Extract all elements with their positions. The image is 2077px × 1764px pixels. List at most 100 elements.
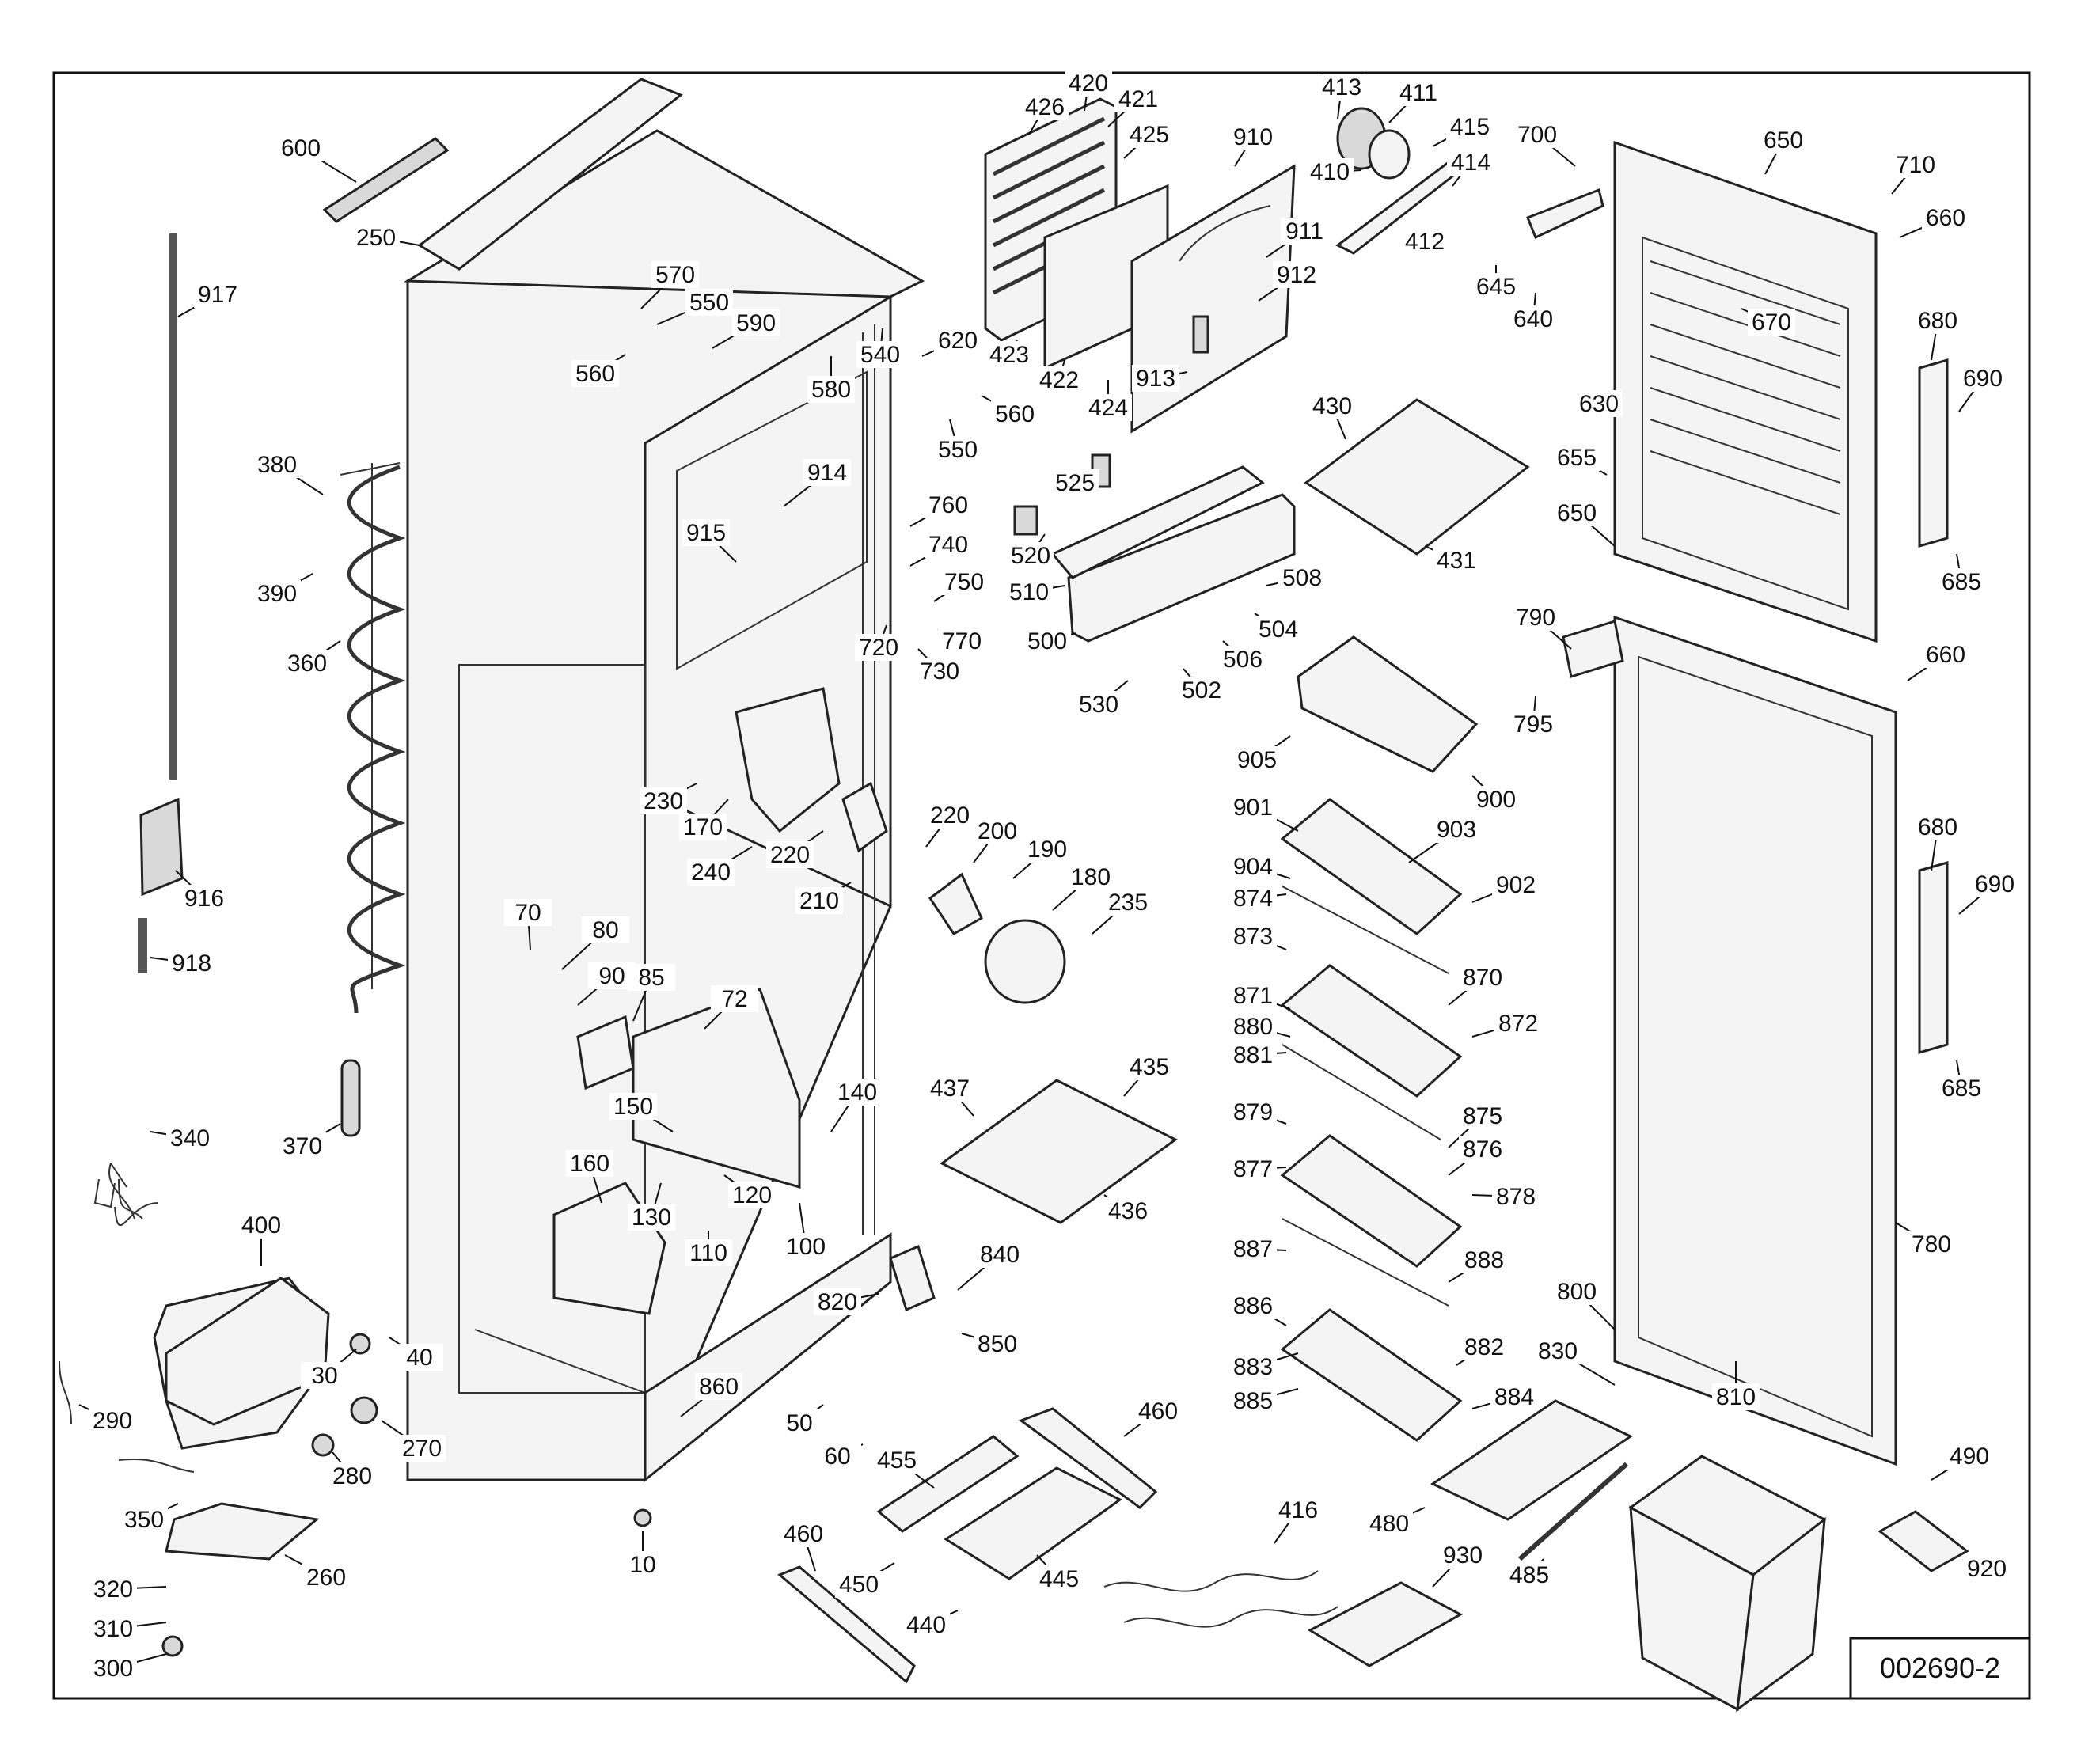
callout-860: 860 xyxy=(680,1373,742,1417)
label-backdrop xyxy=(1748,309,1795,336)
label-backdrop xyxy=(679,814,727,840)
label-backdrop xyxy=(873,1447,921,1474)
label-backdrop xyxy=(1459,964,1506,991)
glass-shelf-430 xyxy=(1304,398,1530,556)
part-number-label: 881 xyxy=(1233,1042,1273,1068)
label-backdrop xyxy=(803,459,851,486)
label-backdrop xyxy=(1229,1292,1277,1319)
part-number-label: 230 xyxy=(644,788,683,814)
label-backdrop xyxy=(1760,127,1807,154)
part-number-label: 350 xyxy=(124,1507,164,1533)
part-number-label: 502 xyxy=(1182,677,1221,704)
callout-525: 525 xyxy=(1051,469,1099,496)
callout-530: 530 xyxy=(1075,680,1129,718)
part-number-label: 411 xyxy=(1399,80,1437,106)
capillary-370 xyxy=(340,1059,361,1137)
label-backdrop xyxy=(1460,1333,1508,1360)
part-number-label: 874 xyxy=(1233,886,1273,912)
callout-911: 911 xyxy=(1266,218,1328,258)
callout-875: 875 xyxy=(1448,1102,1506,1148)
label-backdrop xyxy=(926,802,974,829)
part-number-label: 360 xyxy=(287,651,327,677)
label-backdrop xyxy=(814,1288,861,1315)
label-backdrop xyxy=(1308,393,1356,419)
part-number-label: 180 xyxy=(1071,864,1111,890)
part-number-label: 810 xyxy=(1716,1384,1756,1410)
callout-130: 130 xyxy=(628,1182,675,1231)
callout-580: 580 xyxy=(807,356,855,403)
part-number-label: 90 xyxy=(598,963,625,989)
callout-415: 415 xyxy=(1432,113,1494,147)
label-backdrop xyxy=(1134,1398,1182,1424)
part-number-label: 190 xyxy=(1027,836,1067,863)
part-number-label: 915 xyxy=(686,520,726,546)
part-number-label: 508 xyxy=(1282,565,1322,591)
callout-750: 750 xyxy=(933,568,988,602)
callout-480: 480 xyxy=(1365,1507,1426,1537)
part-number-label: 370 xyxy=(283,1133,322,1159)
part-number-label: 240 xyxy=(691,859,731,886)
callout-485: 485 xyxy=(1506,1558,1553,1588)
callout-885: 885 xyxy=(1229,1387,1299,1414)
part-number-label: 860 xyxy=(699,1374,739,1400)
label-backdrop xyxy=(1273,261,1320,288)
callout-901: 901 xyxy=(1229,794,1299,832)
label-backdrop xyxy=(1233,746,1281,773)
callout-710: 710 xyxy=(1891,151,1939,195)
label-backdrop xyxy=(396,1344,443,1371)
part-number-label: 400 xyxy=(241,1212,281,1239)
glass-shelf-435 xyxy=(940,1079,1178,1224)
part-number-label: 506 xyxy=(1223,647,1263,673)
callout-795: 795 xyxy=(1509,696,1557,738)
callout-460: 460 xyxy=(1123,1398,1182,1437)
callout-412: 412 xyxy=(1401,228,1449,255)
part-number-label: 160 xyxy=(570,1151,609,1177)
part-number-label: 660 xyxy=(1926,642,1965,668)
bracket-820 xyxy=(889,1244,936,1312)
label-backdrop xyxy=(695,1373,742,1400)
callout-884: 884 xyxy=(1471,1383,1538,1410)
callout-670: 670 xyxy=(1741,308,1795,336)
label-backdrop xyxy=(1553,499,1600,526)
label-backdrop xyxy=(398,1435,446,1462)
part-number-label: 320 xyxy=(93,1576,133,1603)
part-number-label: 30 xyxy=(311,1363,337,1389)
part-number-label: 510 xyxy=(1009,579,1049,605)
callout-830: 830 xyxy=(1534,1337,1616,1386)
part-number-label: 422 xyxy=(1039,367,1079,393)
label-backdrop xyxy=(1492,1183,1540,1210)
label-backdrop xyxy=(328,1462,376,1489)
fan-blade-200 xyxy=(928,872,983,935)
label-backdrop xyxy=(1459,1136,1506,1163)
part-number-label: 40 xyxy=(406,1345,432,1371)
part-number-label: 250 xyxy=(356,225,396,251)
callout-445: 445 xyxy=(1035,1554,1083,1592)
label-backdrop xyxy=(925,491,972,518)
egg-tray-920 xyxy=(1878,1510,1969,1572)
part-number-label: 504 xyxy=(1259,616,1298,643)
part-number-label: 660 xyxy=(1926,205,1965,231)
part-number-label: 620 xyxy=(938,328,978,354)
handle-680-lower xyxy=(1918,861,1949,1054)
part-number-label: 880 xyxy=(1233,1014,1273,1040)
callout-920: 920 xyxy=(1962,1555,2011,1582)
label-backdrop xyxy=(1914,814,1961,840)
part-number-label: 220 xyxy=(930,802,970,829)
label-backdrop xyxy=(974,818,1021,844)
label-backdrop xyxy=(1229,853,1277,880)
label-backdrop xyxy=(1914,307,1961,334)
part-number-label: 916 xyxy=(184,886,224,912)
part-number-label: 917 xyxy=(198,282,237,308)
label-backdrop xyxy=(835,1571,883,1598)
callout-80: 80 xyxy=(561,916,629,970)
glass-shelf-455 xyxy=(876,1435,1020,1533)
part-number-label: 903 xyxy=(1437,817,1476,843)
part-number-label: 873 xyxy=(1233,924,1273,950)
label-backdrop xyxy=(1178,677,1225,704)
callout-904: 904 xyxy=(1229,853,1291,880)
callout-190: 190 xyxy=(1012,836,1071,879)
callout-490: 490 xyxy=(1931,1443,1993,1481)
part-number-label: 680 xyxy=(1918,308,1957,334)
callout-450: 450 xyxy=(835,1562,895,1598)
callout-790: 790 xyxy=(1512,604,1572,650)
